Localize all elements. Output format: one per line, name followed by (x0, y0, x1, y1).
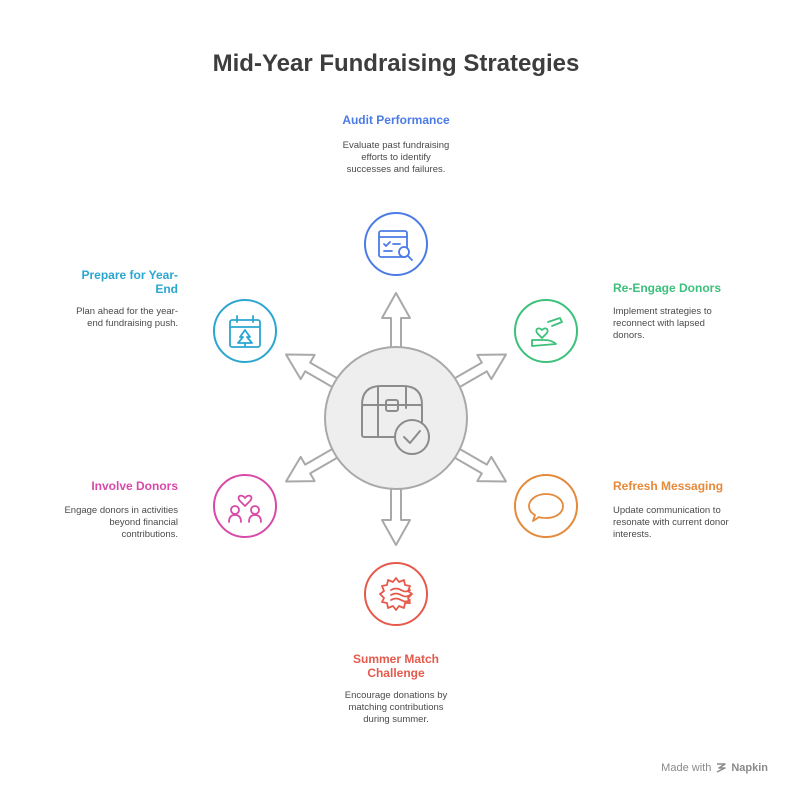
node-refresh (514, 474, 578, 538)
calendar-tree-icon (229, 315, 261, 348)
arrow-down-left (285, 446, 341, 483)
desc-reengage: Implement strategies to reconnect with l… (613, 306, 712, 341)
label-involve: Involve Donors (91, 479, 178, 493)
label-summer: Summer Match Challenge (352, 652, 440, 680)
arrow-up-left (285, 353, 341, 390)
desc-involve: Engage donors in activities beyond finan… (64, 505, 178, 540)
people-heart-icon (228, 494, 262, 523)
footer-prefix: Made with (661, 762, 712, 774)
desc-summer: Encourage donations by matching contribu… (344, 690, 448, 725)
node-refresh-circle (514, 474, 578, 538)
page-title: Mid-Year Fundraising Strategies (212, 50, 580, 77)
arrow-down-right (451, 446, 507, 483)
node-involve (213, 474, 277, 538)
report-search-icon (378, 230, 413, 261)
desc-prepare: Plan ahead for the year-end fundraising … (76, 306, 178, 329)
node-reengage (514, 299, 578, 363)
desc-audit: Evaluate past fundraising efforts to ide… (342, 140, 450, 175)
node-summer (364, 562, 428, 626)
footer-attribution: Made with Napkin (661, 762, 768, 774)
node-reengage-circle (514, 299, 578, 363)
desc-refresh: Update communication to resonate with cu… (613, 505, 729, 540)
label-audit: Audit Performance (342, 113, 450, 127)
speech-bubble-icon (528, 493, 564, 522)
arrow-up (381, 292, 411, 351)
footer-brand: Napkin (731, 762, 768, 774)
hub-arrows (285, 292, 507, 546)
label-prepare: Prepare for Year-End (81, 268, 179, 296)
hand-heart-icon (531, 317, 563, 347)
hub-circle (324, 346, 468, 490)
node-prepare (213, 299, 277, 363)
arrow-down (381, 485, 411, 546)
label-refresh: Refresh Messaging (613, 479, 724, 493)
label-reengage: Re-Engage Donors (613, 281, 722, 295)
sun-waves-icon (379, 577, 413, 611)
treasure-chest-check-icon (361, 385, 430, 455)
node-audit (364, 212, 428, 276)
arrow-up-right (451, 353, 507, 390)
napkin-logo-icon (716, 763, 727, 773)
